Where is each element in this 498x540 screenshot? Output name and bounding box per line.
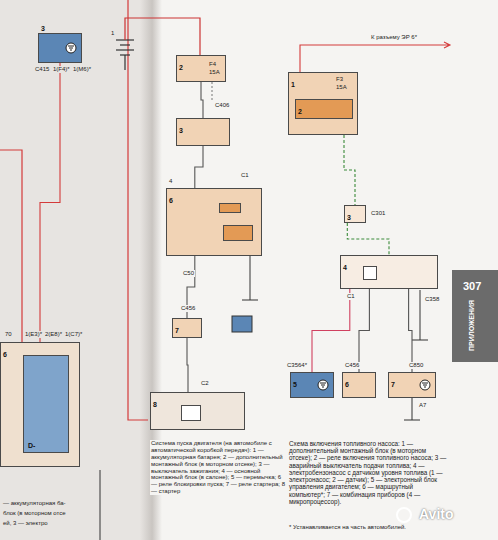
red-wire: [0, 150, 22, 342]
circuit-block: 12: [288, 72, 358, 135]
wire: [409, 289, 412, 372]
section-title: ПРИЛОЖЕНИЯ: [468, 299, 476, 352]
figure-caption: Схема включения топливного насоса: 1 — д…: [288, 440, 450, 505]
connector-label: C456: [180, 305, 196, 312]
connector-label: К разъему ЭР 6*: [370, 34, 418, 41]
connector-label: 1(M6)*: [72, 66, 92, 73]
connector-label: C358: [424, 296, 440, 303]
connector-label: C456: [344, 362, 360, 369]
component-symbol: [363, 266, 377, 280]
block-number: 2: [296, 107, 304, 116]
watermark-icon: [397, 508, 411, 522]
circuit-block: 2: [295, 99, 353, 119]
watermark: Avito: [418, 506, 454, 522]
connector-label: ей, 3 — электро: [2, 520, 49, 527]
connector-label: C1: [346, 293, 356, 300]
connector-label: 15A: [208, 69, 221, 76]
chapter-tab: [452, 270, 498, 362]
connector-label: блок (в моторном отсе: [2, 510, 67, 517]
block-number: 4: [341, 263, 349, 272]
supply-wire: [300, 42, 450, 72]
circuit-block: 3: [176, 118, 230, 146]
block-number: 2: [177, 63, 185, 72]
wire: [201, 82, 203, 118]
circuit-block: 4: [340, 255, 438, 289]
ground-icon: [316, 379, 330, 391]
wire: [312, 289, 350, 372]
connector-label: F3: [335, 76, 344, 83]
wire: [195, 146, 203, 188]
ground-block: [232, 316, 252, 332]
wire: [344, 135, 355, 205]
block-number: D-: [26, 441, 37, 450]
circuit-block: 6: [166, 188, 262, 256]
connector-label: C3564*: [286, 362, 308, 369]
block-number: 3: [39, 24, 47, 33]
circuit-block: 7: [388, 372, 436, 398]
block-number: 6: [343, 380, 351, 389]
connector-label: 70: [4, 331, 13, 338]
red-wire: [128, 0, 148, 420]
connector-label: 4: [168, 178, 173, 185]
circuit-block: 8: [150, 392, 245, 430]
connector-label: C301: [370, 210, 386, 217]
connector-label: C850: [408, 362, 424, 369]
block-number: 1: [289, 80, 297, 89]
connector-label: 1(F4)*: [52, 66, 71, 73]
block-number: 7: [389, 380, 397, 389]
wire: [347, 223, 389, 255]
component-symbol: [223, 225, 253, 241]
circuit-block: D-: [23, 355, 69, 453]
caption-text: * Устанавливается на часть автомобилей.: [288, 524, 450, 531]
wire: [187, 338, 188, 392]
connector-label: 307: [462, 280, 482, 293]
circuit-block: 7: [172, 318, 202, 338]
wire: [40, 63, 60, 342]
connector-label: C406: [214, 102, 230, 109]
circuit-block: 5: [290, 372, 334, 398]
ground-icon: [64, 42, 78, 54]
connector-label: C2: [200, 380, 210, 387]
wire: [212, 82, 213, 100]
connector-label: C1: [240, 172, 250, 179]
connector-label: C50: [182, 270, 195, 277]
block-number: 5: [291, 380, 299, 389]
connector-label: 15A: [335, 84, 348, 91]
block-number: 3: [177, 126, 185, 135]
circuit-block: 6: [342, 372, 376, 398]
block-number: 8: [151, 400, 159, 409]
circuit-block: 6D-: [0, 342, 80, 467]
wire: [359, 289, 369, 372]
circuit-block: 3: [38, 33, 82, 63]
connector-label: 1: [110, 30, 115, 37]
block-number: 7: [173, 326, 181, 335]
connector-label: C415: [34, 66, 50, 73]
ground-symbol: [242, 256, 258, 300]
connector-label: — аккумуляторная ба-: [2, 500, 67, 507]
connector-label: 2(E8)*: [44, 331, 63, 338]
component-symbol: [219, 203, 241, 213]
component-symbol: [181, 405, 201, 421]
connector-label: 1(E3)*: [24, 331, 43, 338]
caption-text: Система пуска двигателя (на автомобиле с…: [150, 440, 287, 495]
circuit-block: 3: [344, 205, 366, 223]
block-number: 3: [345, 213, 353, 222]
connector-label: A7: [418, 402, 427, 409]
connector-label: F4: [208, 61, 217, 68]
block-number: 6: [167, 196, 175, 205]
ground-icon: [418, 379, 432, 391]
block-number: 6: [1, 350, 9, 359]
wire: [100, 470, 101, 540]
connector-label: 1(C7)*: [64, 331, 83, 338]
left-page: [0, 0, 140, 540]
